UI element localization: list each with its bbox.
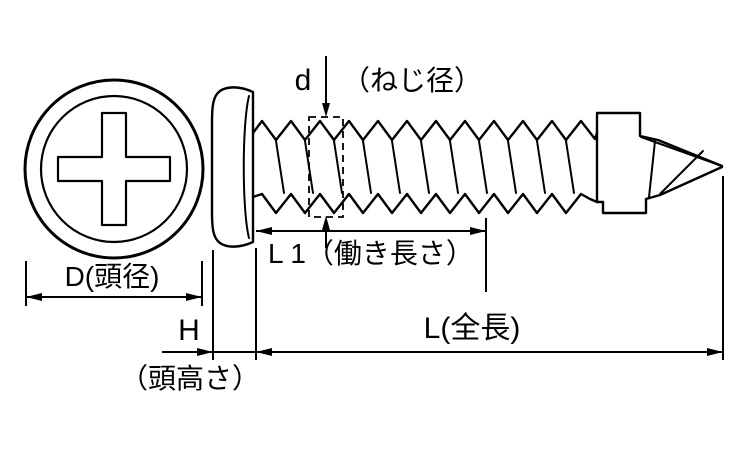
head-height-caption: （頭高さ） <box>120 363 260 394</box>
head-outer-circle <box>23 78 205 260</box>
arrow-left-icon <box>26 293 42 301</box>
drill-point-bottom-edge <box>595 165 724 215</box>
arrow-down-icon <box>322 103 330 117</box>
arrow-left-icon <box>256 227 272 235</box>
arrow-left-icon <box>256 348 272 356</box>
arrow-right-icon <box>707 348 723 356</box>
total-length-label: L(全長) <box>424 312 521 345</box>
thread-bottom-edge <box>251 192 599 215</box>
screw-side-view <box>210 86 724 248</box>
drill-point-top-edge <box>595 111 724 168</box>
head-height-symbol: H <box>178 314 200 347</box>
thread-diameter-caption: （ねじ径） <box>342 65 482 96</box>
arrow-right-icon <box>186 293 202 301</box>
dimension-thread-diameter: d （ねじ径） <box>295 56 482 248</box>
head-inner-circle <box>39 94 189 244</box>
screw-head-profile <box>210 86 255 248</box>
head-front-view <box>23 78 205 260</box>
head-flange-line <box>242 95 250 239</box>
arrow-up-icon <box>322 216 330 230</box>
dimension-working-length: L 1（働き長さ） <box>256 218 487 292</box>
thread-top-edge <box>251 119 599 142</box>
head-diameter-label: D(頭径) <box>65 261 160 292</box>
phillips-recess-icon <box>56 111 172 227</box>
drill-point <box>595 111 724 215</box>
dimension-head-height-and-total-length: H （頭高さ） L(全長) <box>120 176 724 394</box>
thread-helix-lines <box>275 140 575 194</box>
dimension-head-diameter: D(頭径) <box>25 261 203 306</box>
working-length-label: L 1（働き長さ） <box>268 238 474 269</box>
arrow-right-icon <box>197 348 213 356</box>
thread-diameter-symbol: d <box>295 64 312 97</box>
drill-flute-lines <box>640 136 723 198</box>
arrow-right-icon <box>470 227 486 235</box>
